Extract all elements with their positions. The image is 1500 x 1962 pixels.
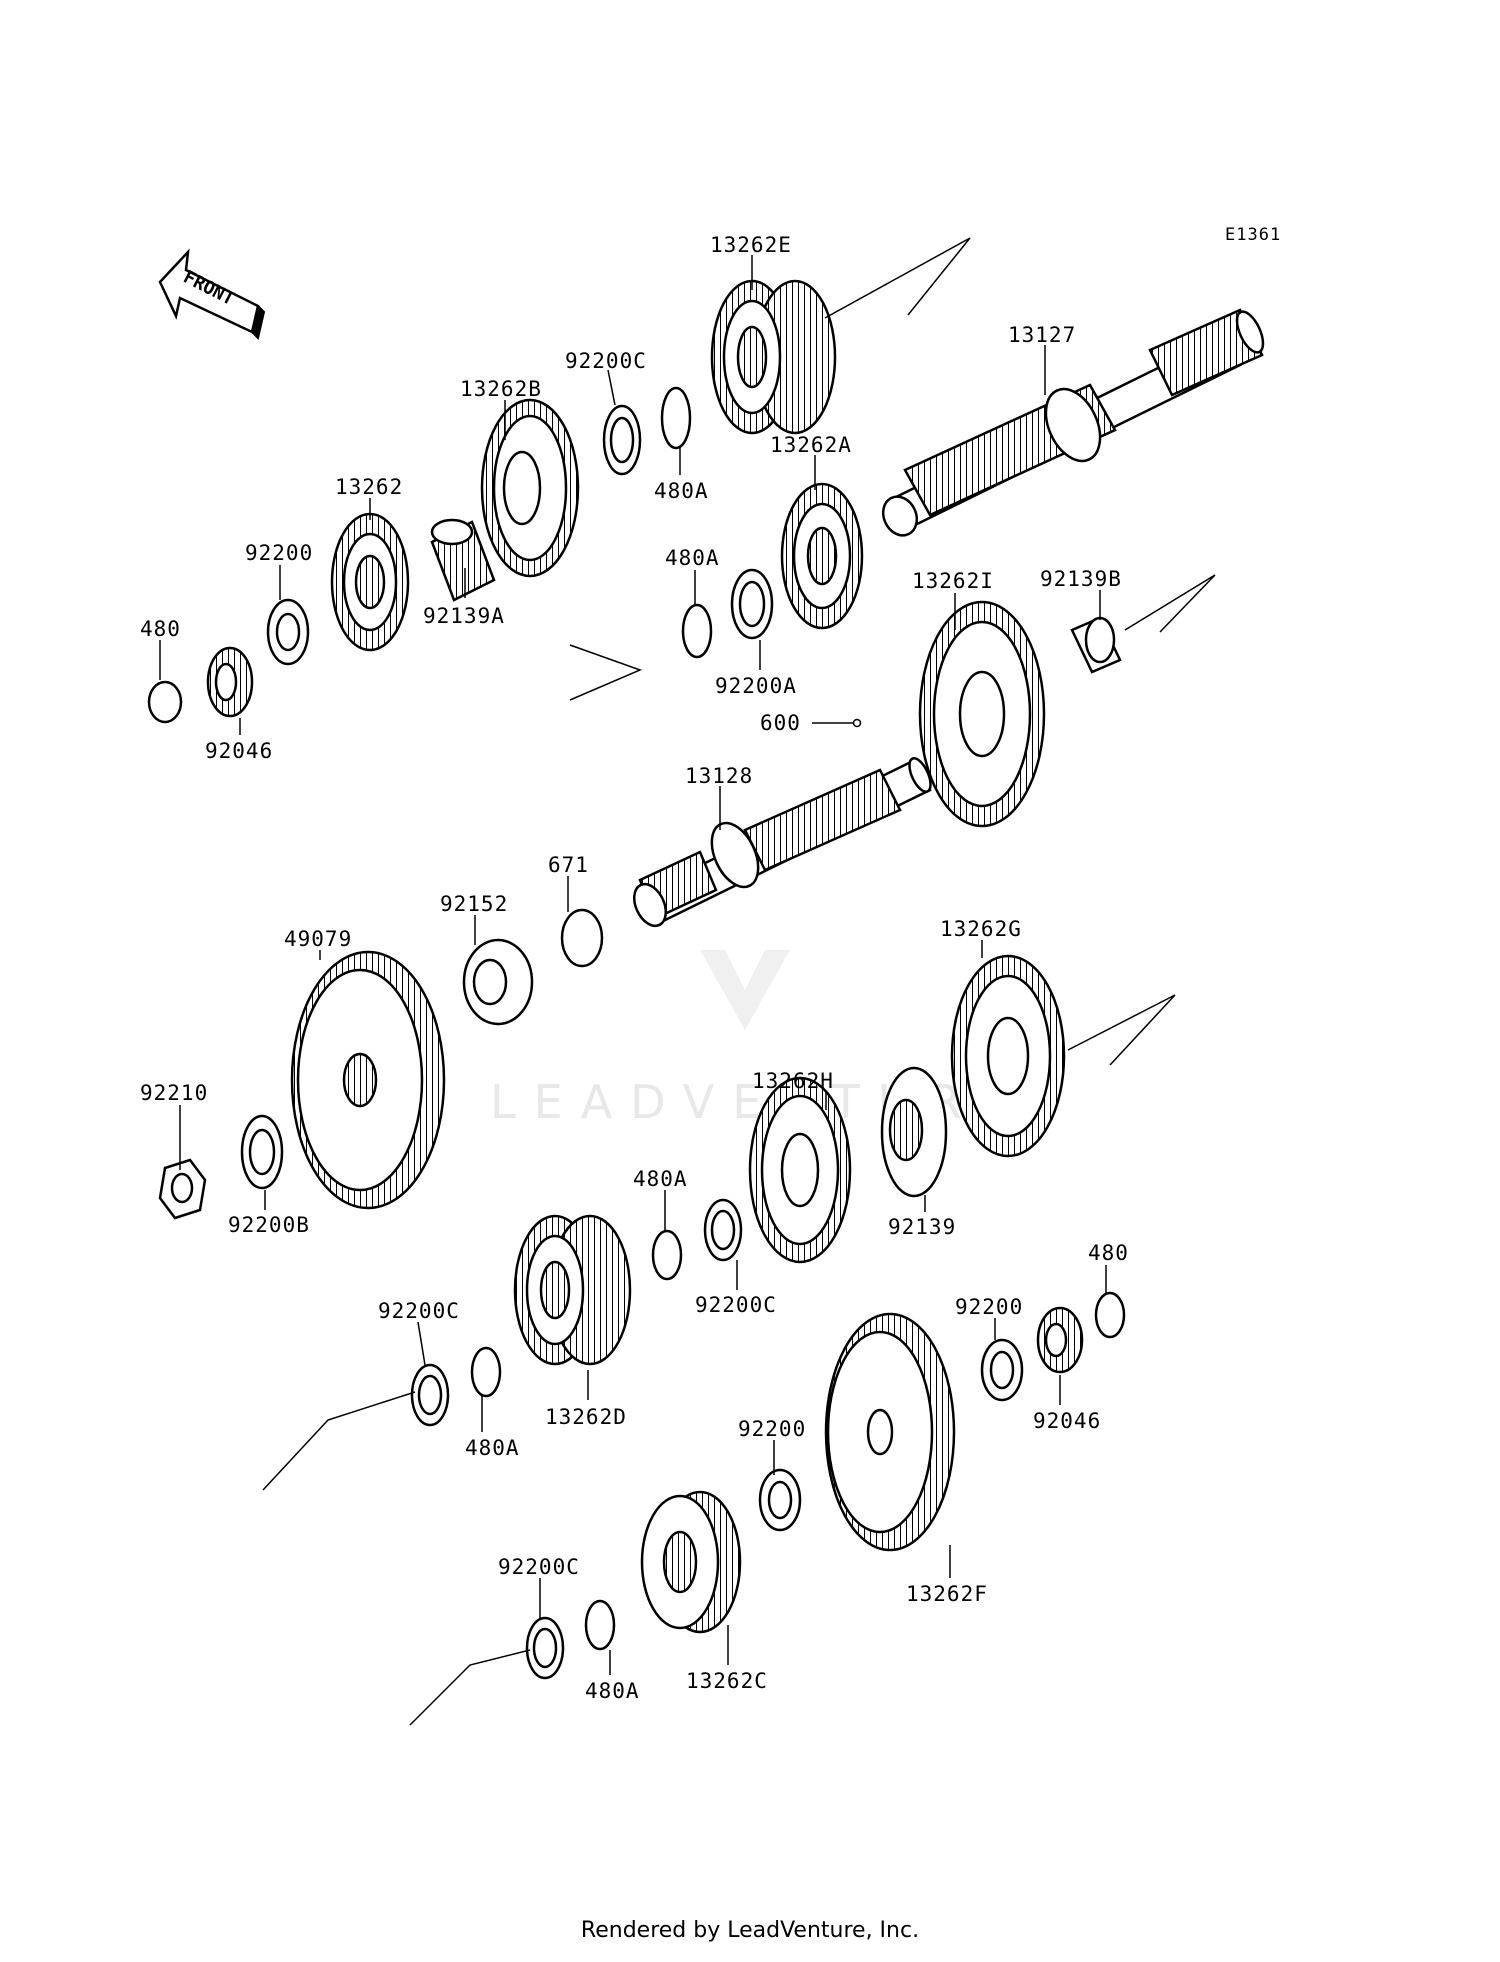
circlip-480A-lower [470, 1346, 502, 1398]
footer-credit: Rendered by LeadVenture, Inc. [580, 1918, 920, 1943]
part-label: 13262D [545, 1405, 627, 1429]
part-label: 480A [633, 1167, 688, 1191]
diagram-code: E1361 [1225, 225, 1281, 245]
part-label: 92200 [245, 541, 313, 565]
part-label: 92139A [423, 604, 505, 628]
washer-92200C-lower [410, 1363, 450, 1427]
part-label: 480 [1088, 1241, 1129, 1265]
part-label: 13262E [710, 233, 792, 257]
part-label: 13128 [685, 764, 753, 788]
bearing-92046-right [1036, 1306, 1084, 1374]
bearing-92139A [430, 518, 496, 602]
watermark: LEADVENTURE [490, 950, 1009, 1129]
washer-92200C-bottom [525, 1616, 565, 1680]
bearing-92046 [206, 646, 254, 718]
sprocket-49079 [290, 950, 446, 1210]
gear-13262H [748, 1076, 852, 1264]
part-label: 92210 [140, 1081, 208, 1105]
washer-92200C-mid [703, 1198, 743, 1262]
part-label: 92200 [955, 1295, 1023, 1319]
part-label: 480 [140, 617, 181, 641]
part-label: 92046 [205, 739, 273, 763]
gear-13262B [480, 398, 580, 578]
part-label: 92046 [1033, 1409, 1101, 1433]
part-label: 600 [760, 711, 801, 735]
leader-lines [159, 255, 1107, 1675]
oring-671 [560, 908, 604, 968]
part-label: 92139 [888, 1215, 956, 1239]
part-label: 13127 [1008, 323, 1076, 347]
part-label: 13262C [686, 1669, 768, 1693]
gear-13262G [950, 954, 1066, 1158]
gear-13262 [330, 512, 410, 652]
gear-13262E [710, 279, 837, 435]
circlip-480A-mid [681, 603, 713, 659]
gear-13262F [824, 1312, 956, 1552]
part-label: 92200 [738, 1417, 806, 1441]
front-arrow-icon: FRONT [158, 248, 266, 340]
part-label: 13262B [460, 377, 542, 401]
washer-92200A [730, 568, 774, 640]
part-label: 13262H [752, 1069, 834, 1093]
circlip-480A-upper [660, 386, 692, 450]
drive-shaft-13128 [633, 757, 932, 928]
part-label: 92200C [498, 1555, 580, 1579]
part-label: 13262I [912, 569, 994, 593]
washer-92200-lower [758, 1468, 802, 1532]
part-label: 671 [548, 853, 589, 877]
gear-13262I [918, 600, 1046, 828]
circlip-480 [147, 680, 183, 724]
gear-13262D [513, 1214, 632, 1366]
circlip-480A-bottom [584, 1599, 616, 1651]
part-label: 92200A [715, 674, 797, 698]
part-label: 480A [465, 1436, 520, 1460]
part-label: 13262G [940, 917, 1022, 941]
part-label: 92139B [1040, 567, 1122, 591]
part-label: 13262F [906, 1582, 988, 1606]
circlip-480-right [1094, 1291, 1126, 1339]
leader-dot [852, 718, 862, 728]
part-label: 13262 [335, 475, 403, 499]
part-label: 480A [665, 546, 720, 570]
oil-seal-92152 [462, 938, 534, 1026]
washer-92200-right [980, 1338, 1024, 1402]
washer-92200 [266, 598, 310, 666]
part-label: 92200B [228, 1213, 310, 1237]
part-label: 92200C [378, 1299, 460, 1323]
part-label: 13262A [770, 433, 852, 457]
part-label: 92200C [695, 1293, 777, 1317]
main-shaft-13127 [881, 308, 1265, 537]
axis-lines [262, 237, 1216, 1726]
washer-92200C-upper [602, 404, 642, 476]
nut-92210 [158, 1158, 207, 1220]
part-label: 480A [654, 479, 709, 503]
part-labels: 13262E 13127 92200C 13262B 480A 13262A 1… [140, 233, 1129, 1703]
part-label: 92152 [440, 892, 508, 916]
part-label: 480A [585, 1679, 640, 1703]
part-label: 49079 [284, 927, 352, 951]
bearing-92139 [880, 1066, 948, 1198]
circlip-480A-mid2 [651, 1229, 683, 1281]
part-label: 92200C [565, 349, 647, 373]
gear-13262C [640, 1490, 742, 1634]
bearing-92139B [1070, 616, 1122, 674]
gear-13262A [780, 482, 864, 630]
washer-92200B [240, 1114, 284, 1190]
